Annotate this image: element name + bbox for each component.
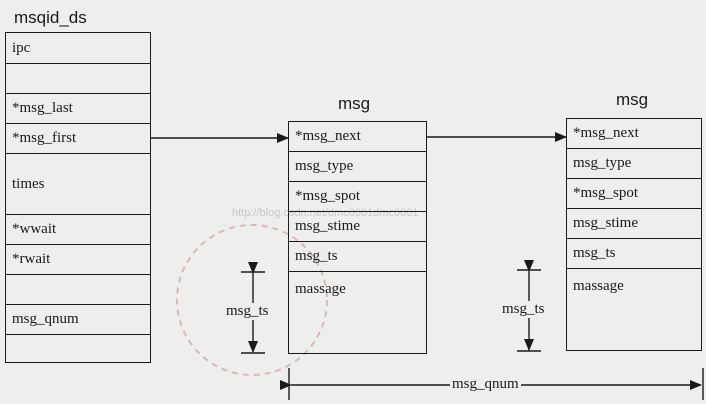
msg-2-field-msg-spot: *msg_spot — [567, 179, 701, 209]
msqid-ds-field-empty-1 — [6, 64, 150, 94]
msg-qnum-label: msg_qnum — [450, 376, 521, 393]
msqid-ds-title: msqid_ds — [14, 8, 87, 27]
msg-1-field-massage: massage — [295, 281, 346, 297]
msqid-ds-box: ipc *msg_last *msg_first times *wwait *r… — [5, 32, 151, 363]
msg-2-title: msg — [616, 90, 649, 109]
msqid-ds-field-wwait: *wwait — [6, 215, 150, 245]
msg-2-field-msg-type: msg_type — [567, 149, 701, 179]
msg-ts-label-1: msg_ts — [224, 303, 271, 320]
msg-2-field-msg-ts: msg_ts — [567, 239, 701, 269]
msg-2-box: *msg_next msg_type *msg_spot msg_stime m… — [566, 118, 702, 351]
msg-1-box: *msg_next msg_type *msg_spot msg_stime m… — [288, 121, 427, 354]
msg-2-field-msg-stime: msg_stime — [567, 209, 701, 239]
msg-1-field-msg-stime: msg_stime — [289, 212, 426, 242]
msqid-ds-field-msg-first: *msg_first — [6, 124, 150, 154]
msg-1-field-msg-next: *msg_next — [289, 122, 426, 152]
watermark-text: http://blog.csdn.net/dmc0001dmc0001 — [232, 207, 419, 219]
msg-1-field-msg-type: msg_type — [289, 152, 426, 182]
stamp-watermark — [176, 224, 328, 376]
msg-2-field-massage: massage — [573, 278, 624, 294]
msqid-ds-field-times: times — [6, 154, 150, 215]
msqid-ds-field-ipc: ipc — [6, 33, 150, 64]
msg-1-field-msg-spot: *msg_spot — [289, 182, 426, 212]
msg-ts-label-2: msg_ts — [500, 301, 547, 318]
msqid-ds-field-msg-qnum: msg_qnum — [6, 305, 150, 335]
msqid-ds-field-rwait: *rwait — [6, 245, 150, 275]
msg-2-field-msg-next: *msg_next — [567, 119, 701, 149]
msg-1-field-msg-ts: msg_ts — [289, 242, 426, 272]
msqid-ds-field-msg-last: *msg_last — [6, 94, 150, 124]
msg-1-title: msg — [338, 94, 371, 113]
msqid-ds-field-empty-3 — [6, 335, 150, 362]
msqid-ds-field-empty-2 — [6, 275, 150, 305]
